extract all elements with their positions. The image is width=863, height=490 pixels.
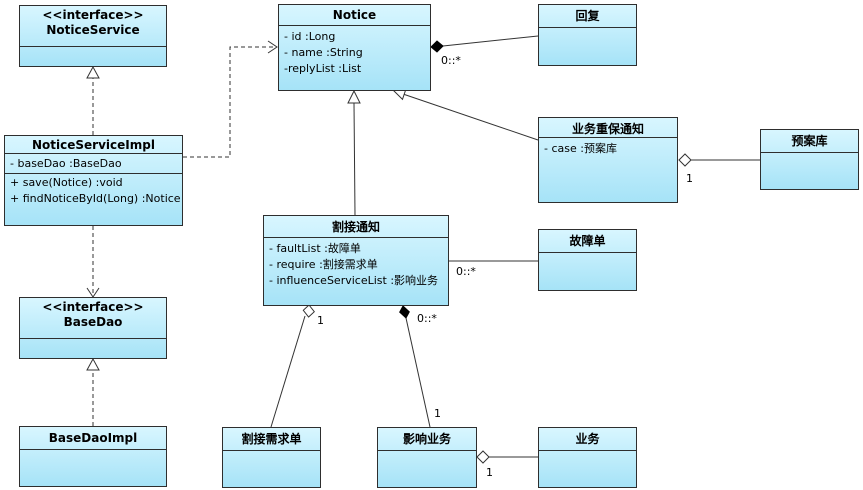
class-empty-section [20, 449, 166, 455]
generalization-reinforce-to-notice [391, 87, 539, 141]
attribute: -replyList :List [284, 62, 362, 75]
composition-notice-reply [430, 35, 539, 53]
class-name: 预案库 [791, 134, 828, 148]
multiplicity-label: 0::* [456, 265, 476, 278]
multiplicity-label: 1 [434, 407, 441, 420]
multiplicity-label: 1 [686, 172, 693, 185]
realization-noticeserviceimpl-to-noticeservice [86, 65, 100, 135]
attribute: - case :预案库 [544, 142, 617, 155]
class-cutover-notice[interactable]: 割接通知 - faultList :故障单 - require :割接需求单 -… [263, 215, 449, 306]
attribute: - faultList :故障单 [269, 242, 361, 255]
class-empty-section [539, 450, 636, 456]
class-notice[interactable]: Notice - id :Long - name :String -replyL… [278, 4, 431, 91]
class-notice-service[interactable]: <<interface>> NoticeService [19, 5, 167, 67]
multiplicity-label: 0::* [441, 54, 461, 67]
class-title: <<interface>> BaseDao [20, 298, 166, 330]
multiplicity-label: 0::* [417, 312, 437, 325]
attribute: - id :Long [284, 30, 336, 43]
attribute: - influenceServiceList :影响业务 [269, 274, 439, 287]
class-name: NoticeServiceImpl [32, 138, 155, 152]
class-reply[interactable]: 回复 [538, 4, 637, 66]
class-plan-library[interactable]: 预案库 [760, 129, 859, 190]
class-name: 割接需求单 [241, 432, 302, 446]
class-empty-section [539, 252, 636, 258]
class-empty-section [539, 27, 636, 33]
attribute-section: - faultList :故障单 - require :割接需求单 - infl… [264, 237, 448, 291]
stereotype-label: <<interface>> [42, 8, 144, 22]
class-empty-section [378, 450, 476, 456]
class-name: NoticeService [46, 23, 140, 37]
class-base-dao[interactable]: <<interface>> BaseDao [19, 297, 167, 359]
dependency-noticeserviceimpl-to-basedao [86, 226, 100, 298]
composition-cutover-affected [399, 305, 431, 428]
multiplicity-label: 1 [317, 314, 324, 327]
class-name: 回复 [575, 9, 600, 23]
stereotype-label: <<interface>> [42, 300, 144, 314]
class-name: Notice [332, 8, 377, 22]
multiplicity-label: 1 [486, 466, 493, 479]
attribute: - baseDao :BaseDao [10, 157, 122, 170]
class-name: 业务重保通知 [571, 122, 644, 136]
class-empty-section [20, 46, 166, 52]
attribute: - require :割接需求单 [269, 258, 378, 271]
aggregation-reinforce-plan [678, 153, 760, 167]
realization-basedaoimpl-to-basedao [86, 357, 100, 426]
attribute-section: - case :预案库 [539, 137, 677, 159]
method: + save(Notice) :void [10, 176, 123, 189]
method: + findNoticeById(Long) :Notice [10, 192, 181, 205]
class-cutover-requirement[interactable]: 割接需求单 [222, 427, 321, 488]
class-business[interactable]: 业务 [538, 427, 637, 488]
class-name: 业务 [575, 432, 600, 446]
class-empty-section [223, 450, 320, 456]
class-name: 故障单 [569, 234, 606, 248]
class-name: 割接通知 [331, 220, 380, 234]
class-name: 影响业务 [402, 432, 451, 446]
class-title: <<interface>> NoticeService [20, 6, 166, 38]
class-empty-section [761, 152, 858, 158]
aggregation-affected-business [476, 450, 538, 464]
class-name: BaseDao [63, 315, 123, 329]
class-affected-business[interactable]: 影响业务 [377, 427, 477, 488]
aggregation-cutover-requirement [270, 304, 315, 428]
attribute-section: - baseDao :BaseDao [5, 153, 182, 173]
generalization-cutover-to-notice [347, 89, 361, 216]
class-fault-ticket[interactable]: 故障单 [538, 229, 637, 291]
class-name: BaseDaoImpl [48, 431, 138, 445]
dependency-noticeserviceimpl-to-notice [183, 40, 278, 158]
class-empty-section [20, 338, 166, 344]
class-business-reinforce-notice[interactable]: 业务重保通知 - case :预案库 [538, 117, 678, 203]
class-base-dao-impl[interactable]: BaseDaoImpl [19, 426, 167, 487]
attribute-section: - id :Long - name :String -replyList :Li… [279, 25, 430, 79]
attribute: - name :String [284, 46, 363, 59]
class-notice-service-impl[interactable]: NoticeServiceImpl - baseDao :BaseDao + s… [4, 135, 183, 226]
method-section: + save(Notice) :void + findNoticeById(Lo… [5, 173, 182, 209]
